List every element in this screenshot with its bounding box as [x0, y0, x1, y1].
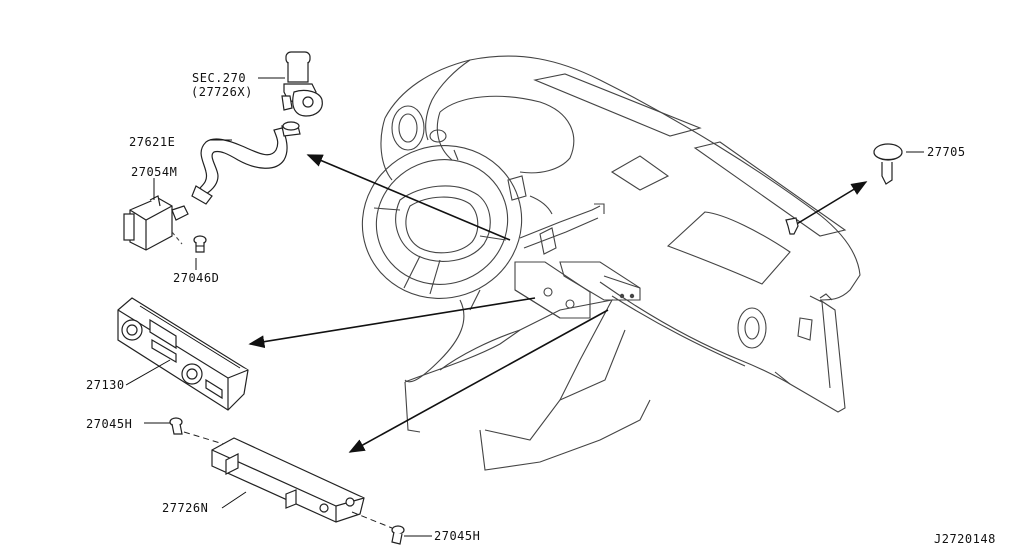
ac-control-unit-27130 [117, 297, 249, 411]
callout-sec-270-sub: (27726X) [191, 85, 253, 99]
clip-location-mark [785, 217, 799, 235]
aspirator-motor-part [123, 195, 189, 251]
callout-27130: 27130 [86, 378, 125, 392]
callout-sec-270: SEC.270 [192, 71, 246, 85]
callout-27045H-bottom: 27045H [434, 529, 480, 543]
callout-27705: 27705 [927, 145, 966, 159]
callout-27726N: 27726N [162, 501, 208, 515]
clip-27705-part [873, 143, 903, 185]
screw-27045H-top [169, 417, 231, 447]
screw-27046D [193, 235, 207, 253]
callout-27045H-top: 27045H [86, 417, 132, 431]
aspirator-sensor-part [281, 51, 323, 117]
callout-27054M: 27054M [131, 165, 177, 179]
callout-27621E: 27621E [129, 135, 175, 149]
screw-27045H-bottom [391, 525, 405, 545]
sensor-module-27726N [211, 437, 393, 529]
leader-arrows [248, 154, 868, 453]
callout-leaders [125, 77, 924, 537]
steering-wheel [361, 145, 523, 299]
callout-27046D: 27046D [173, 271, 219, 285]
dashboard-assembly [380, 55, 861, 471]
aspirator-hose-part [191, 121, 301, 205]
figure-id: J2720148 [934, 532, 996, 546]
